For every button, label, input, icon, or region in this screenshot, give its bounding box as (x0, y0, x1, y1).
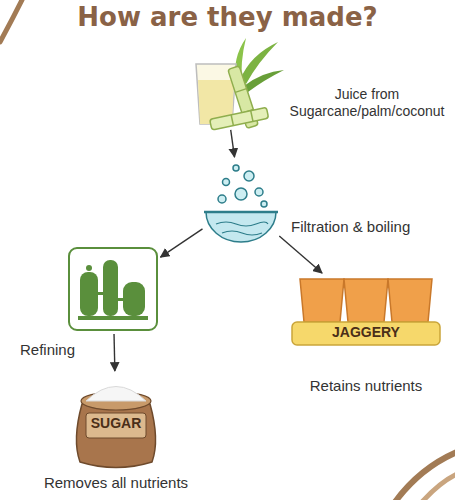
process-step: Filtration & boiling (205, 160, 277, 246)
bowl-icon (204, 165, 278, 242)
flow-arrow (160, 229, 202, 257)
product-name: JAGGERY (290, 324, 442, 341)
step-label: Juice from Sugarcane/palm/coconut (285, 86, 449, 120)
jaggery-node: JAGGERYRetains nutrients (290, 275, 442, 347)
step-label: Filtration & boiling (291, 218, 451, 236)
flow-arrow (279, 236, 322, 273)
decor-swoosh (395, 452, 455, 500)
product-note: Removes all nutrients (13, 474, 219, 492)
refinery-icon (78, 260, 148, 320)
flow-arrow (113, 334, 115, 371)
source-step: Juice from Sugarcane/palm/coconut (185, 52, 265, 127)
decor-swoosh (422, 474, 455, 500)
step-label: Refining (20, 341, 120, 359)
refining-box: Refining (68, 247, 158, 331)
decor-swoosh (0, 0, 22, 42)
sugar-node: SUGARRemoves all nutrients (75, 374, 157, 468)
diagram-title: How are they made? (0, 2, 455, 32)
product-note: Retains nutrients (286, 377, 446, 395)
product-name: SUGAR (75, 415, 157, 432)
juice-icon (196, 38, 284, 130)
flow-arrow (231, 130, 235, 157)
